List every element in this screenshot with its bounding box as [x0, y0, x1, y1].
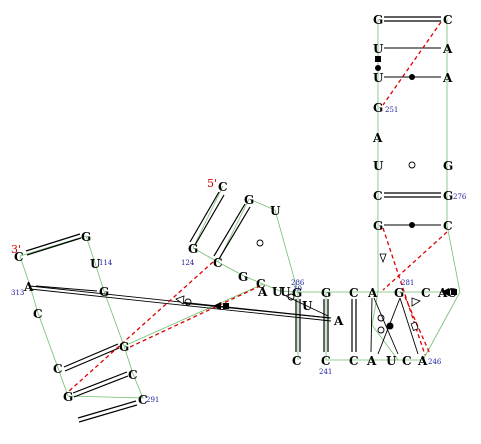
nt-u-1: U	[373, 42, 384, 56]
nt-c-l1: C	[33, 307, 43, 321]
nt-a-3: A	[372, 131, 383, 145]
nt-u-h1: U	[270, 204, 281, 218]
nt-g-l3: G	[119, 340, 129, 354]
nt-a-j2: A	[333, 314, 344, 328]
nt-g-286: G	[292, 286, 302, 300]
nt-c-h2: C	[213, 256, 223, 270]
nt-g-m3: C	[421, 286, 431, 300]
tertiary-interactions	[67, 21, 448, 393]
nt-c-3prime: C	[14, 250, 24, 264]
nt-c-b2: C	[349, 354, 359, 368]
nt-u-2: U	[373, 71, 384, 85]
nt-c-5prime: C	[218, 180, 228, 194]
nt-g-h1: G	[244, 193, 254, 207]
nt-u-j1: U	[272, 285, 283, 299]
nt-g-l2: G	[99, 285, 109, 299]
num-241: 241	[319, 368, 332, 376]
nt-c-m1: A	[367, 286, 378, 300]
nt-a-j1: A	[257, 285, 268, 299]
label-3prime: 3'	[11, 243, 21, 256]
nt-c-l2: C	[53, 362, 63, 376]
nt-g-tl: G	[373, 13, 383, 27]
nt-a-1: A	[442, 42, 453, 56]
num-281: 281	[401, 279, 414, 287]
nt-g-l1: G	[81, 230, 91, 244]
nt-g-3: G	[443, 159, 453, 173]
num-286: 286	[291, 279, 305, 287]
num-124: 124	[181, 259, 195, 267]
num-10: 10	[293, 285, 302, 293]
nt-g-251: G	[373, 101, 383, 115]
nt-a-281: G	[394, 286, 404, 300]
pair-symbols	[175, 56, 457, 334]
nt-a-m3: C	[447, 286, 457, 300]
nt-a-b1: A	[366, 354, 377, 368]
nt-g-h2: G	[238, 270, 248, 284]
nt-u-3: U	[373, 159, 384, 173]
num-251: 251	[385, 106, 398, 114]
nt-g-124: G	[188, 242, 198, 256]
nt-c-tr: C	[443, 13, 453, 27]
nt-u-j3: U	[280, 285, 291, 299]
nt-c-m2: A	[437, 286, 448, 300]
nt-a-313: A	[23, 280, 34, 294]
nt-c-291: C	[138, 393, 148, 407]
nt-a-2: A	[442, 71, 453, 85]
nt-c-b1: C	[292, 354, 302, 368]
nt-a-246: A	[417, 354, 428, 368]
num-276: 276	[453, 193, 467, 201]
num-313: 313	[11, 289, 24, 297]
num-114: 114	[99, 259, 113, 267]
nt-u-j2: U	[302, 299, 313, 313]
nt-g-m2: C	[349, 286, 359, 300]
nt-c-j1: C	[256, 277, 266, 291]
nt-c-4: C	[443, 219, 453, 233]
nt-c-b3: C	[402, 354, 412, 368]
nt-c-3: C	[373, 189, 383, 203]
nt-g-l4: G	[63, 390, 73, 404]
nt-u-b1: U	[386, 354, 397, 368]
nt-c-l3: C	[128, 368, 138, 382]
nt-g-276: G	[443, 189, 453, 203]
nt-u-114: U	[90, 257, 101, 271]
num-291: 291	[146, 396, 159, 404]
nucleotides: G C U A U A G A U G C G G C C G U G G C …	[14, 13, 457, 407]
label-5prime: 5'	[207, 177, 217, 190]
backbone	[19, 19, 461, 399]
nt-g-4: G	[373, 219, 383, 233]
nt-c-241: C	[321, 354, 331, 368]
labels: 5' 3' 251 276 124 114 313 286 10 281 241…	[11, 106, 467, 404]
nt-g-m1: G	[321, 286, 331, 300]
num-246: 246	[428, 358, 442, 366]
